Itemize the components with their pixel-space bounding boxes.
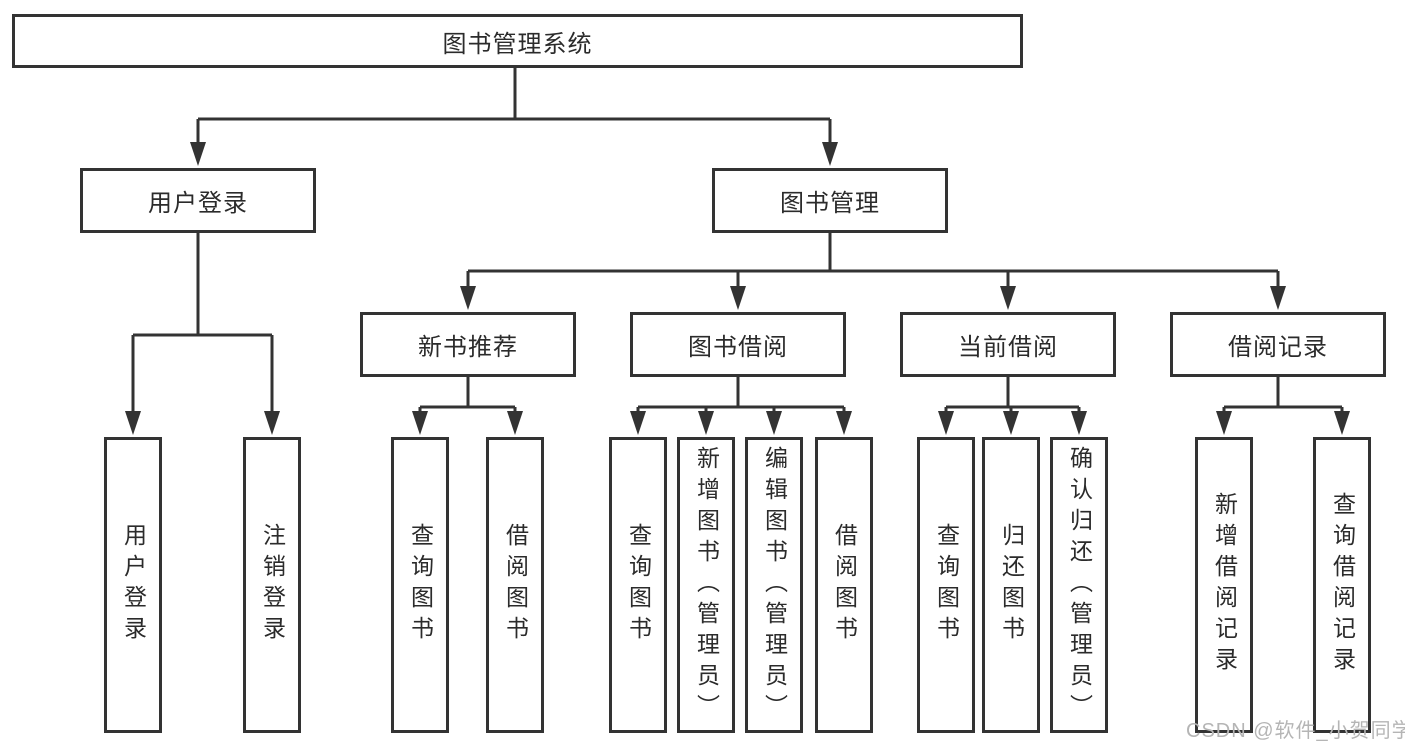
leaf-bb-add-books-admin: 新增图书（管理员） [677, 437, 735, 733]
node-library-management-system: 图书管理系统 [12, 14, 1023, 68]
leaf-bb-edit-books-admin: 编辑图书（管理员） [745, 437, 803, 733]
leaf-user-login: 用户登录 [104, 437, 162, 733]
leaf-bb-borrow-books: 借阅图书 [815, 437, 873, 733]
node-user-login: 用户登录 [80, 168, 316, 233]
node-book-management: 图书管理 [712, 168, 948, 233]
node-new-book-recommendation: 新书推荐 [360, 312, 576, 377]
node-book-borrowing: 图书借阅 [630, 312, 846, 377]
leaf-bb-query-books: 查询图书 [609, 437, 667, 733]
leaf-rec-borrow-books: 借阅图书 [486, 437, 544, 733]
leaf-br-query-borrow-record: 查询借阅记录 [1313, 437, 1371, 733]
csdn-watermark: CSDN @软件_小贺同学 [1186, 720, 1405, 742]
arrowheads [125, 142, 1350, 435]
leaf-logout: 注销登录 [243, 437, 301, 733]
leaf-rec-query-books: 查询图书 [391, 437, 449, 733]
leaf-br-add-borrow-record: 新增借阅记录 [1195, 437, 1253, 733]
node-current-borrowing: 当前借阅 [900, 312, 1116, 377]
leaf-cb-query-books: 查询图书 [917, 437, 975, 733]
leaf-cb-return-books: 归还图书 [982, 437, 1040, 733]
node-borrowing-records: 借阅记录 [1170, 312, 1386, 377]
leaf-cb-confirm-return-admin: 确认归还（管理员） [1050, 437, 1108, 733]
